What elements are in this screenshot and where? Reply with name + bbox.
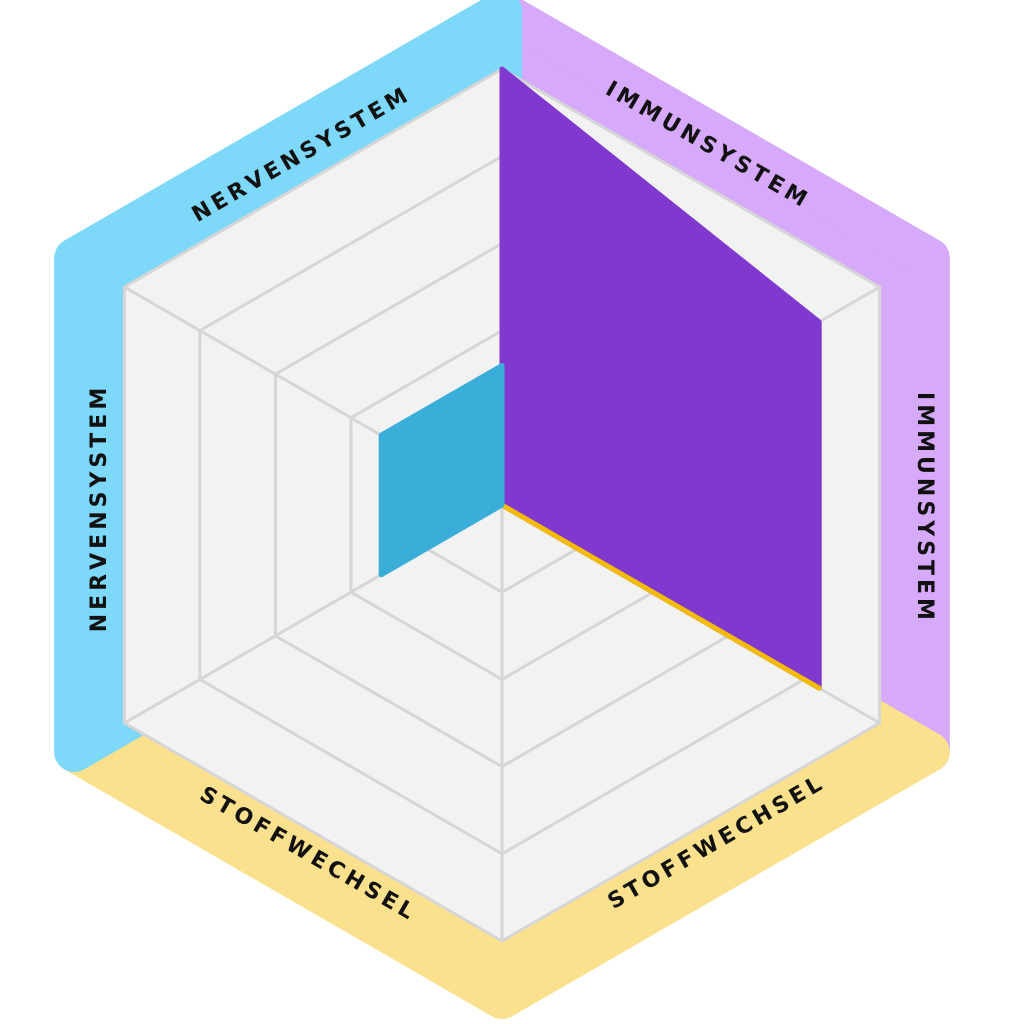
label-nervensystem-left: NERVENSYSTEM (87, 384, 112, 633)
segment-nervensystem (378, 363, 505, 578)
segment-stoffwechsel (499, 502, 822, 691)
label-immunsystem-right: IMMUNSYSTEM (912, 392, 937, 624)
data-segments (378, 66, 822, 691)
